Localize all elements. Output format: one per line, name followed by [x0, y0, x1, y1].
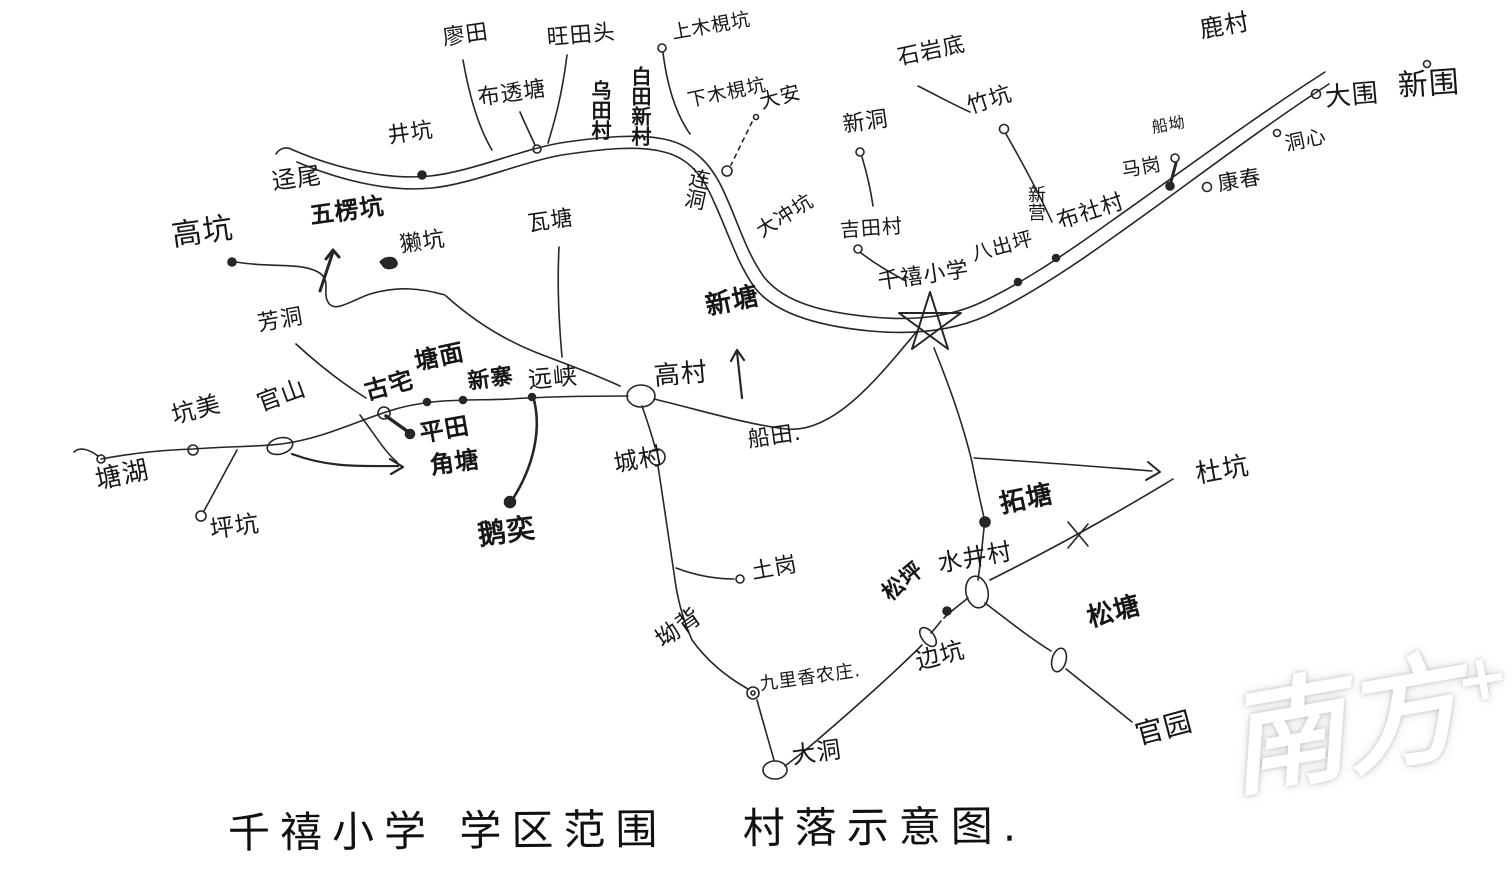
road-shuijing-songtang — [984, 602, 1052, 652]
label-wangtiantou: 旺田头 — [545, 20, 617, 51]
road-school-south — [933, 347, 985, 519]
leader-zhukeng — [1005, 133, 1053, 223]
label-pingkeng: 坪坑 — [208, 509, 262, 544]
village-node-tanghu — [96, 454, 106, 464]
label-gaocun: 高村 — [652, 357, 710, 392]
village-node-pingkeng — [195, 510, 207, 522]
road-biankeng-dadong — [784, 644, 923, 767]
village-node-chengcun — [648, 448, 666, 466]
road-west-hook — [73, 448, 99, 457]
village-node-chuanao — [1170, 153, 1180, 163]
village-node-dawei — [1310, 88, 1322, 100]
label-dawei: 大围 — [1323, 78, 1381, 113]
road-dot-tangmian — [422, 397, 432, 407]
road-gaocun-school — [653, 329, 919, 430]
road-main-upper — [292, 71, 1326, 320]
label-jiaotang: 角塘 — [428, 445, 482, 480]
label-baitianxincun: 白田新村 — [628, 66, 652, 146]
village-node-shangmujiankeng — [657, 43, 667, 53]
road-node-daan — [721, 165, 733, 177]
label-jingwei: 迳尾 — [270, 161, 324, 196]
arrow-jiaotang-2 — [359, 414, 398, 463]
road-dot-bachuping — [1013, 277, 1023, 287]
village-node-eyi — [503, 495, 517, 509]
label-eyi: 鹅奕 — [475, 511, 538, 552]
label-xinwei: 新围 — [1396, 64, 1462, 104]
village-node-guzhai — [377, 406, 391, 420]
road-main-lower — [296, 83, 1330, 334]
village-node-songping — [942, 606, 952, 616]
village-node-xindong — [855, 147, 865, 157]
road-pingkeng — [203, 449, 238, 512]
arrow-wulengkeng — [318, 248, 341, 293]
arrow-xintang — [729, 348, 746, 400]
village-node-shuijingcun — [964, 575, 990, 609]
leader-butoutang — [519, 111, 536, 146]
road-west — [100, 395, 629, 460]
takeng-scribble — [379, 256, 398, 270]
village-node-jitiancun — [853, 244, 863, 254]
village-node-xinwei — [1422, 59, 1432, 69]
label-gaokeng: 高坑 — [169, 210, 236, 254]
road-farm-dadong — [756, 699, 775, 761]
leader-xindong — [861, 156, 874, 207]
village-node-farm-outer — [746, 686, 760, 700]
leader-liaotian — [462, 59, 493, 151]
road-shuijing-biankeng — [943, 597, 969, 619]
village-node-tugang — [735, 574, 745, 584]
leader-daan — [730, 121, 753, 166]
road-dot-jingkeng — [417, 170, 427, 180]
road-watang-leader — [557, 246, 563, 358]
leader-shiyandi — [917, 85, 971, 113]
label-xinying: 新营 — [1025, 185, 1046, 221]
road-dot-xinzhai — [458, 395, 468, 405]
village-node-gaocun — [626, 384, 656, 408]
village-node-gaokeng — [227, 257, 237, 267]
road-dot-magang — [1165, 181, 1175, 191]
school-star — [898, 291, 962, 350]
label-yuanxia: 远峡 — [526, 361, 580, 394]
village-node-songtang — [1050, 647, 1068, 673]
road-fangdong — [295, 343, 367, 399]
road-dukeng-upper — [973, 457, 1153, 472]
road-dot-butoutang — [532, 144, 542, 154]
village-node-biankeng — [918, 626, 938, 648]
road-chengcun-aobei — [657, 465, 749, 690]
road-tugang-branch — [675, 567, 735, 580]
x-mark — [1067, 521, 1089, 549]
village-node-daan — [752, 113, 760, 121]
chuanao-stroke — [1169, 161, 1178, 184]
village-node-farm-inner — [750, 690, 756, 696]
label-wutiancun: 乌田村 — [588, 80, 612, 140]
village-node-dongxin — [1272, 128, 1282, 138]
village-node-kengmei — [187, 444, 199, 456]
leader-shangmujiankeng — [662, 52, 691, 135]
label-dadong: 大洞 — [790, 735, 844, 770]
arrow-dukeng — [1145, 461, 1161, 481]
pingtian-stroke — [384, 414, 409, 433]
village-node-tuotang — [979, 516, 991, 528]
road-dukeng-lower — [989, 478, 1174, 581]
village-node-guanshan — [266, 436, 294, 456]
road-start-hook — [275, 147, 294, 155]
road-junction-mid — [445, 295, 621, 387]
arrow-jiaotang-1 — [290, 452, 405, 476]
road-biankeng-link — [930, 620, 942, 634]
village-node-kangchun — [1201, 181, 1213, 193]
village-node-zhukeng — [998, 123, 1010, 135]
road-songtang-guanyuan — [1065, 668, 1133, 723]
village-node-pingtian — [404, 428, 416, 440]
label-jitiancun: 吉田村 — [839, 213, 904, 242]
road-dot-xinying — [1051, 253, 1061, 263]
leader-wangtiantou — [547, 54, 568, 144]
road-gaokeng — [235, 261, 446, 308]
map-title: 千禧小学 学区范围 村落示意图. — [227, 801, 1027, 858]
road-eyi — [512, 398, 539, 499]
road-gaocun-chengcun — [641, 405, 656, 448]
leader-jitiancun — [860, 252, 907, 282]
village-node-dadong — [762, 760, 788, 780]
